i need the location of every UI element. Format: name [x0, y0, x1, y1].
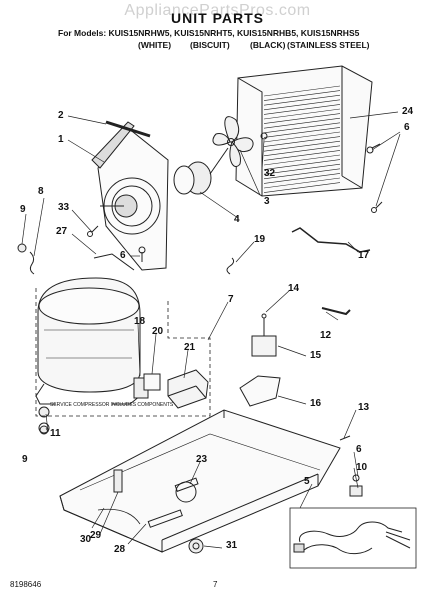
callout-19: 19 [254, 234, 266, 245]
callout-30: 30 [80, 534, 92, 545]
callout-9-low: 9 [22, 454, 28, 465]
callout-15: 15 [310, 350, 322, 361]
color-stainless: (STAINLESS STEEL) [287, 40, 370, 50]
fan-motor [173, 147, 229, 195]
coil-fin [263, 104, 341, 115]
callout-8: 8 [38, 186, 44, 197]
doc-number: 8198646 [10, 580, 42, 589]
coil-fin [263, 159, 341, 170]
fan-blade [212, 116, 254, 167]
coil-fin [263, 108, 341, 120]
callout-6-low: 6 [356, 444, 362, 455]
drain-fitting [349, 485, 363, 497]
coil-fin [263, 182, 341, 193]
coil-fin [263, 90, 341, 101]
leader-lines [21, 111, 401, 549]
small-wires [29, 227, 371, 316]
callout-13: 13 [358, 402, 370, 413]
coil-fin [263, 168, 341, 180]
callout-6-top: 6 [404, 122, 410, 133]
callout-16: 16 [310, 398, 322, 409]
coil-fin [263, 117, 341, 129]
page-title: UNIT PARTS [171, 10, 264, 26]
condenser-coil [235, 65, 373, 197]
callout-4: 4 [234, 214, 240, 225]
color-black: (BLACK) [250, 40, 286, 50]
coil-fin [263, 99, 341, 111]
callout-17: 17 [358, 250, 370, 261]
leveling-leg [188, 538, 204, 554]
coil-fin [263, 94, 341, 106]
callout-2: 2 [58, 110, 64, 121]
callout-6-mid: 6 [120, 250, 126, 261]
coil-fin [263, 154, 341, 166]
callout-29: 29 [90, 530, 102, 541]
screws [87, 132, 383, 262]
callout-20: 20 [152, 326, 164, 337]
coil-fin [263, 150, 341, 161]
callout-24: 24 [402, 106, 414, 117]
watermark: AppliancePartsPros.com [124, 2, 311, 19]
relay-overload [133, 369, 209, 409]
coil-fin [263, 122, 341, 134]
color-white: (WHITE) [138, 40, 172, 50]
callout-31: 31 [226, 540, 238, 551]
coil-fin [263, 85, 341, 97]
callout-21: 21 [184, 342, 196, 353]
callout-33: 33 [58, 202, 70, 213]
callout-32: 32 [264, 168, 276, 179]
callout-18: 18 [134, 316, 146, 327]
callout-28: 28 [114, 544, 126, 555]
callout-3: 3 [264, 196, 270, 207]
coil-fin [263, 131, 341, 143]
coil-fin [263, 113, 341, 124]
temperature-control [239, 313, 281, 407]
coil-fin [263, 127, 341, 138]
callout-9-top: 9 [20, 204, 26, 215]
fan-shroud [91, 120, 169, 271]
compressor [35, 277, 141, 434]
service-note: SERVICE COMPRESSOR INCLUDES COMPONENTS [50, 402, 174, 408]
coil-fin [263, 140, 341, 152]
coil-fin [263, 163, 341, 175]
callout-10: 10 [356, 462, 368, 473]
callout-12: 12 [320, 330, 332, 341]
coil-fin [263, 145, 341, 157]
coil-fin [263, 136, 341, 147]
color-biscuit: (BISCUIT) [190, 40, 230, 50]
coil-fin [263, 177, 341, 189]
callout-11: 11 [50, 428, 61, 439]
base-pan [59, 409, 341, 553]
callout-7: 7 [228, 294, 234, 305]
callout-5: 5 [304, 476, 310, 487]
callout-27: 27 [56, 226, 68, 237]
callout-1: 1 [58, 134, 64, 145]
coil-fin [263, 173, 341, 184]
callout-23: 23 [196, 454, 208, 465]
page-number: 7 [213, 580, 218, 589]
models-line: For Models: KUIS15NRHW5, KUIS15NRHT5, KU… [58, 28, 360, 38]
callout-14: 14 [288, 283, 300, 294]
power-cord [289, 507, 417, 569]
